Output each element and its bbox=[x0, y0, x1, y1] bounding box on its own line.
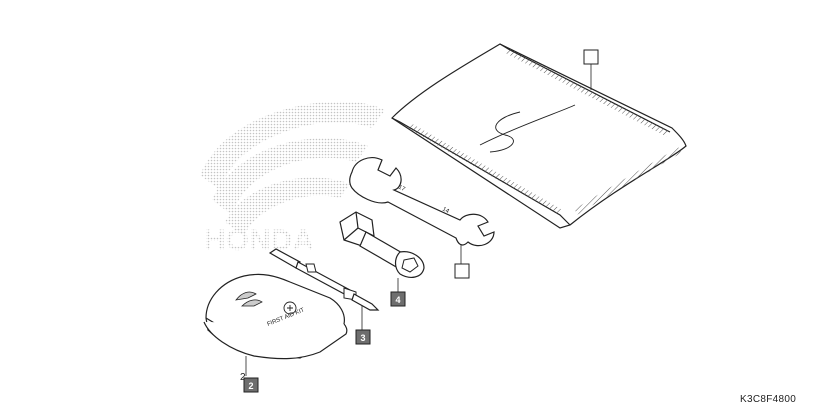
wrench-callout bbox=[454, 263, 470, 279]
wrench-size-17: 17 bbox=[397, 184, 406, 193]
wrench-size-14: 14 bbox=[441, 206, 450, 215]
socket-wrench bbox=[339, 211, 425, 292]
reference-code: K3C8F4800 bbox=[740, 394, 796, 405]
first-aid-kit: FIRST AID KIT bbox=[203, 273, 348, 376]
watermark-text: HONDA bbox=[204, 224, 314, 257]
first-aid-callout: 2 2 bbox=[240, 372, 259, 393]
screwdriver bbox=[268, 248, 380, 330]
first-aid-callout-label: 2 bbox=[248, 381, 253, 391]
pouch-callout bbox=[583, 49, 599, 65]
screwdriver-callout: 3 bbox=[355, 329, 371, 345]
socket-callout: 4 bbox=[390, 291, 406, 307]
tool-pouch bbox=[391, 43, 687, 229]
honda-wordmark: HONDA bbox=[204, 224, 314, 257]
screwdriver-callout-label: 3 bbox=[360, 333, 365, 343]
first-aid-callout-extra-label: 2 bbox=[240, 372, 246, 383]
honda-wing-logo: HONDA bbox=[200, 101, 385, 257]
open-end-wrench: 17 14 bbox=[349, 157, 495, 264]
socket-callout-label: 4 bbox=[395, 295, 400, 305]
